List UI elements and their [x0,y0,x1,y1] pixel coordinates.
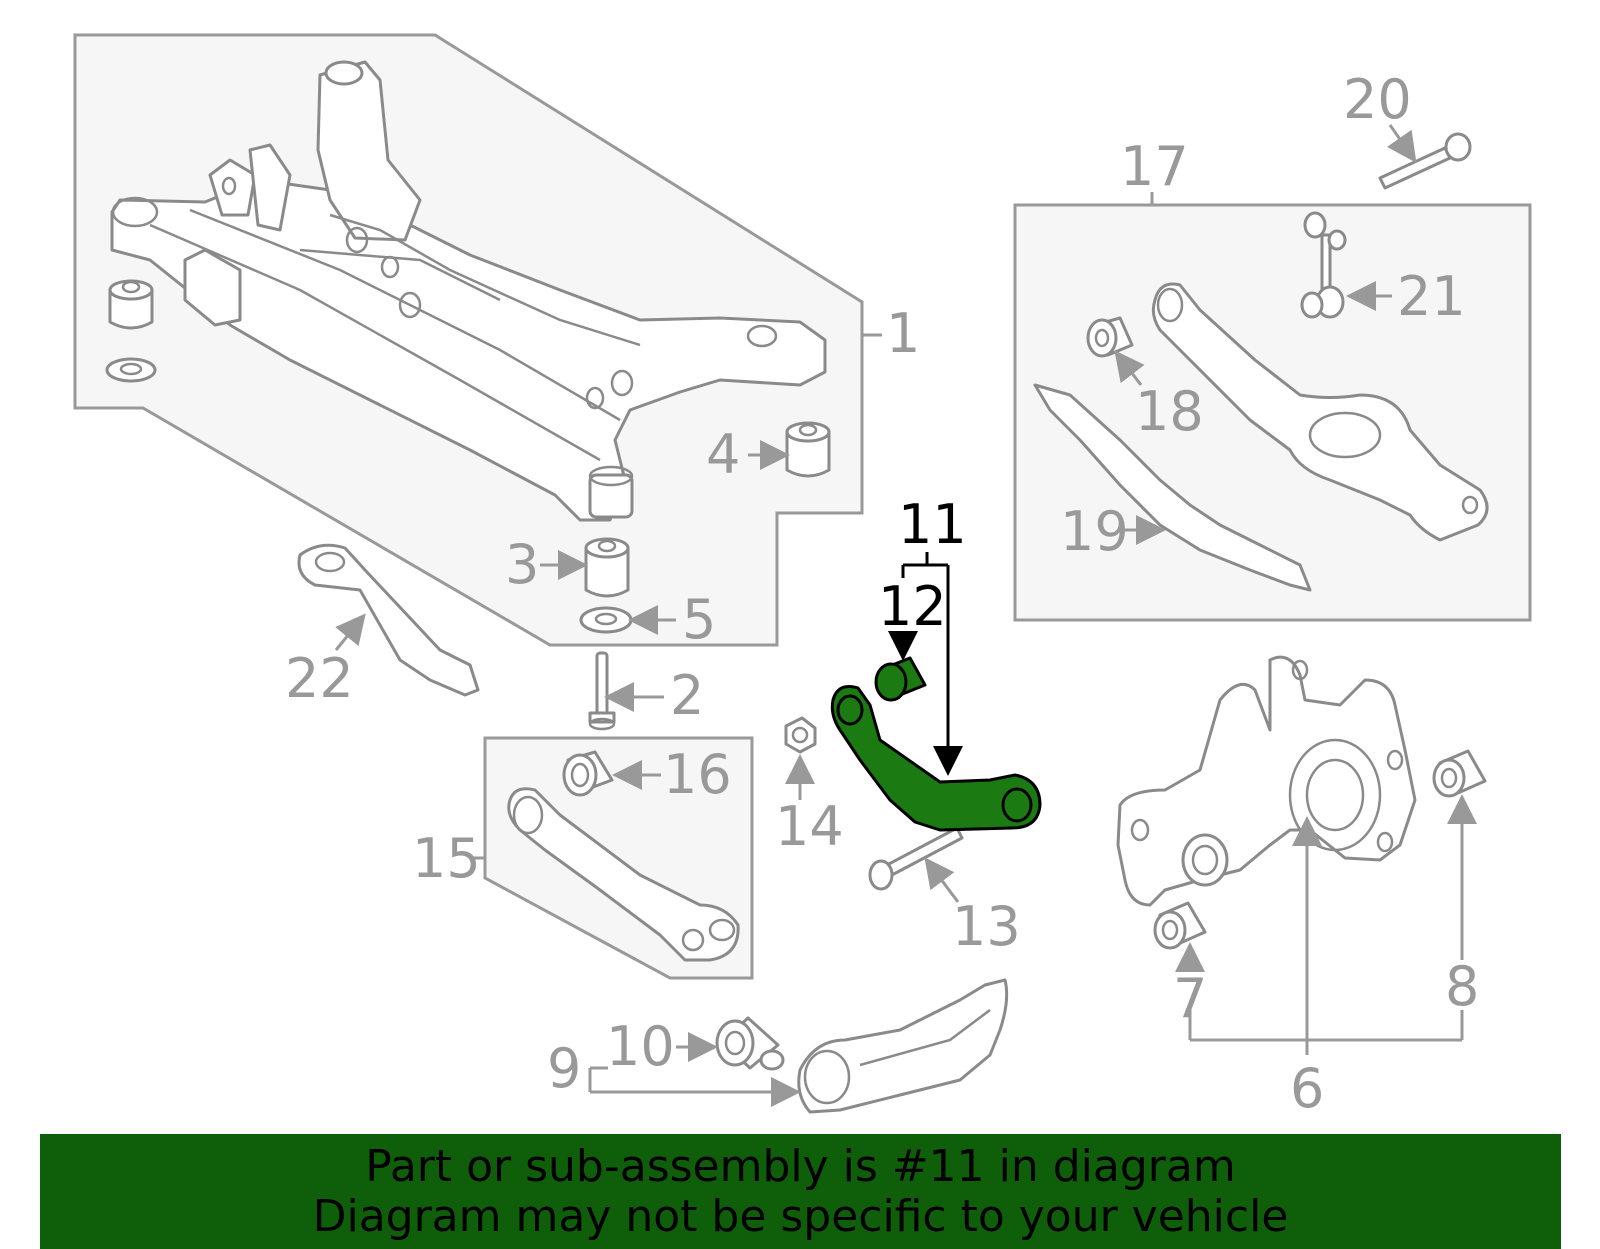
callout-12: 12 [878,575,947,638]
callout-17: 17 [1120,135,1189,198]
callout-5: 5 [682,588,716,651]
trailing-arm-group [1013,203,1532,622]
bushing-12[interactable] [874,656,927,702]
crossmember-mount-top [324,60,364,86]
lower-arm-17 [1151,282,1489,542]
bushing-10 [715,1016,785,1071]
callout-labels: 1 2 3 4 5 6 7 8 9 10 11 12 13 14 15 16 1… [285,68,1479,1120]
bolt-20 [1378,132,1472,190]
link-22 [297,543,480,697]
knuckle-6 [1116,655,1417,907]
upper-control-arm-eye-outer [1001,787,1033,823]
stabilizer-link-21 [1300,211,1347,319]
callout-22: 22 [285,647,354,710]
callout-2: 2 [670,664,704,727]
callout-14: 14 [775,795,844,858]
callout-8: 8 [1445,955,1479,1018]
upper-control-arm-body[interactable] [830,685,1042,832]
banner-line-part: Part or sub-assembly is #11 in diagram [365,1140,1236,1192]
callout-4: 4 [706,423,740,486]
bolt-2 [588,651,616,731]
callout-16: 16 [663,743,732,806]
crossmember-group [73,33,864,647]
banner-line-disclaimer: Diagram may not be specific to your vehi… [312,1190,1289,1242]
callout-11: 11 [898,493,967,556]
highlight-leader-lines [888,552,963,776]
lateral-arm-group [483,736,754,980]
upper-control-arm-11[interactable] [830,685,1042,832]
leader-lines [334,124,1477,1107]
bolt-13 [868,826,964,891]
left-bushing [108,288,154,330]
bushing-4 [785,430,831,478]
callout-3: 3 [505,533,539,596]
callout-21: 21 [1397,265,1466,328]
callout-10: 10 [606,1015,675,1078]
washer-5 [579,606,633,634]
bushing-8 [1432,749,1487,798]
callout-9: 9 [547,1037,581,1100]
callout-6: 6 [1290,1057,1324,1120]
crossmember-tower [316,60,422,242]
left-washer [105,357,157,383]
bushing-7 [1153,901,1207,950]
bushing-3 [584,537,630,598]
callout-7: 7 [1173,967,1207,1030]
nut-14 [784,716,817,754]
callout-19: 19 [1060,500,1129,563]
shield-19 [1033,383,1312,592]
callout-13: 13 [952,895,1021,958]
info-banner: Part or sub-assembly is #11 in diagram D… [40,1134,1561,1249]
callout-15: 15 [412,827,481,890]
callout-1: 1 [886,302,920,365]
callout-18: 18 [1135,380,1204,443]
lower-arm-9 [797,978,1009,1114]
upper-control-arm-eye-inner [836,694,864,726]
callout-20: 20 [1343,68,1412,131]
